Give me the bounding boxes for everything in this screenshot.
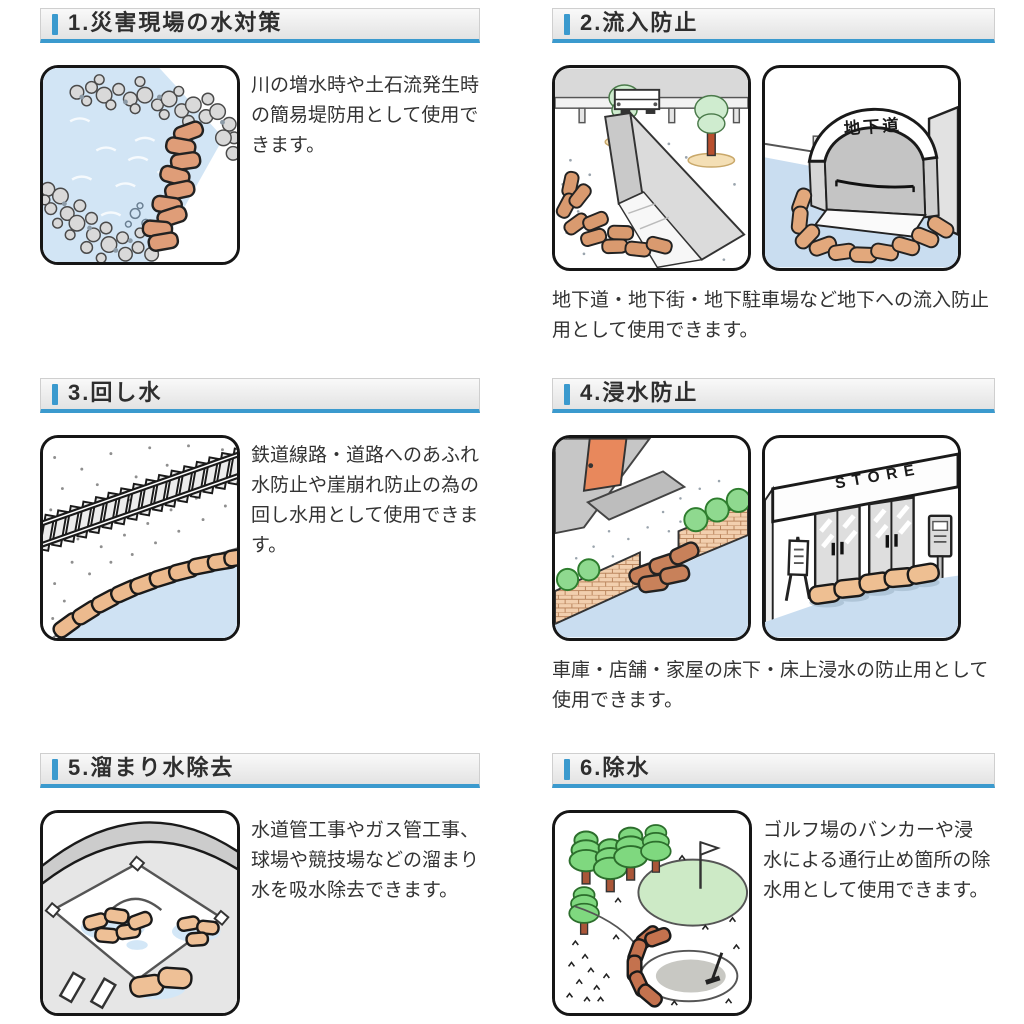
section-1-description: 川の増水時や土石流発生時の簡易堤防用として使用できます。 bbox=[251, 75, 480, 156]
tree-icon bbox=[687, 94, 736, 168]
guardrail-posts bbox=[578, 107, 741, 124]
sandbag-entrance-barrier bbox=[808, 562, 940, 608]
bush-icon bbox=[555, 558, 601, 592]
accent-bar-icon bbox=[564, 383, 570, 405]
underground-ramp-drawing bbox=[555, 68, 748, 268]
section-2-title: 2.流入防止 bbox=[580, 10, 699, 35]
section-5-header: 5.溜まり水除去 bbox=[40, 753, 480, 788]
passage-sign-text: 地下道 bbox=[843, 115, 902, 138]
accent-bar-icon bbox=[564, 13, 570, 35]
vending-machine-icon bbox=[927, 514, 953, 600]
section-3-title: 3.回し水 bbox=[68, 380, 163, 405]
section-flood-prevention: 4.浸水防止 bbox=[552, 378, 995, 753]
railway-illustration bbox=[40, 435, 240, 641]
store-front-drawing: STORE bbox=[765, 438, 958, 638]
section-3-description: 鉄道線路・道路へのあふれ水防止や崖崩れ防止の為の回し水用として使用できます。 bbox=[251, 445, 480, 556]
section-inflow-prevention: 2.流入防止 bbox=[552, 8, 995, 378]
house-door bbox=[582, 438, 628, 492]
car-icon bbox=[613, 88, 661, 114]
house-gate-illustration bbox=[552, 435, 751, 641]
cart-path-line bbox=[574, 905, 636, 944]
absorbent-sandbags bbox=[82, 907, 220, 998]
riverbank-pebbles bbox=[43, 74, 237, 262]
ballpark-illustration bbox=[40, 810, 240, 1016]
handrail bbox=[836, 179, 914, 189]
stands-band bbox=[43, 821, 237, 885]
bush-icon bbox=[683, 487, 748, 533]
railroad-track bbox=[43, 447, 237, 552]
rake-icon bbox=[705, 952, 724, 985]
section-4-title: 4.浸水防止 bbox=[580, 380, 699, 405]
ballpark-drawing bbox=[43, 813, 237, 1013]
sandbag-barrier bbox=[790, 187, 955, 264]
accent-bar-icon bbox=[52, 383, 58, 405]
base-icon bbox=[44, 855, 230, 927]
section-2-header: 2.流入防止 bbox=[552, 8, 995, 43]
section-1-header: 1.災害現場の水対策 bbox=[40, 8, 480, 43]
house-gate-drawing bbox=[555, 438, 748, 638]
grass-tufts bbox=[566, 854, 740, 1006]
accent-bar-icon bbox=[564, 758, 570, 780]
accent-bar-icon bbox=[52, 13, 58, 35]
section-6-description: ゴルフ場のバンカーや浸水による通行止め箇所の除水用として使用できます。 bbox=[763, 820, 991, 901]
pitcher-mound-arc bbox=[112, 897, 163, 912]
sandbag-barrier bbox=[555, 170, 673, 258]
water-bubbles-icon bbox=[124, 202, 151, 228]
store-fascia bbox=[771, 452, 958, 524]
accent-bar-icon bbox=[52, 758, 58, 780]
golf-bunker-drawing bbox=[555, 813, 749, 1013]
river-levee-illustration bbox=[40, 65, 240, 265]
underground-passage-drawing: 地下道 bbox=[765, 68, 958, 268]
bunker-sand bbox=[655, 959, 726, 993]
sandbag-gate-barrier bbox=[628, 541, 700, 594]
section-1-title: 1.災害現場の水対策 bbox=[68, 10, 283, 35]
putting-green bbox=[637, 858, 749, 927]
a-frame-sign bbox=[784, 536, 811, 601]
section-3-header: 3.回し水 bbox=[40, 378, 480, 413]
golf-flag-icon bbox=[699, 840, 721, 889]
door-knob-icon bbox=[588, 463, 594, 469]
section-5-description: 水道管工事やガス管工事、球場や競技場などの溜まり水を吸水除去できます。 bbox=[251, 820, 480, 901]
section-6-header: 6.除水 bbox=[552, 753, 995, 788]
section-diversion: 3.回し水 bbox=[40, 378, 480, 753]
section-5-title: 5.溜まり水除去 bbox=[68, 755, 235, 780]
batter-boxes bbox=[58, 971, 117, 1010]
section-puddle-removal: 5.溜まり水除去 bbox=[40, 753, 480, 1024]
river-levee-drawing bbox=[43, 68, 237, 262]
golf-bunker-illustration bbox=[552, 810, 752, 1016]
sandbag-diversion-line bbox=[52, 547, 237, 638]
section-2-description: 地下道・地下街・地下駐車場など地下への流入防止用として使用できます。 bbox=[552, 290, 990, 341]
glass-door bbox=[813, 504, 861, 601]
passage-arch-roof bbox=[807, 107, 939, 163]
section-4-header: 4.浸水防止 bbox=[552, 378, 995, 413]
driveway-slab bbox=[585, 470, 687, 521]
sandbag-levee bbox=[141, 120, 205, 252]
section-disaster-site: 1.災害現場の水対策 bbox=[40, 8, 480, 378]
section-6-title: 6.除水 bbox=[580, 755, 651, 780]
section-dewatering: 6.除水 bbox=[552, 753, 995, 1024]
flood-water bbox=[765, 575, 958, 638]
sandbag-dewatering-line bbox=[626, 925, 672, 1008]
store-front-illustration: STORE bbox=[762, 435, 961, 641]
railway-drawing bbox=[43, 438, 237, 638]
underground-passage-illustration: 地下道 bbox=[762, 65, 961, 271]
underground-ramp-illustration bbox=[552, 65, 751, 271]
section-4-description: 車庫・店舗・家屋の床下・床上浸水の防止用として使用できます。 bbox=[552, 660, 989, 711]
